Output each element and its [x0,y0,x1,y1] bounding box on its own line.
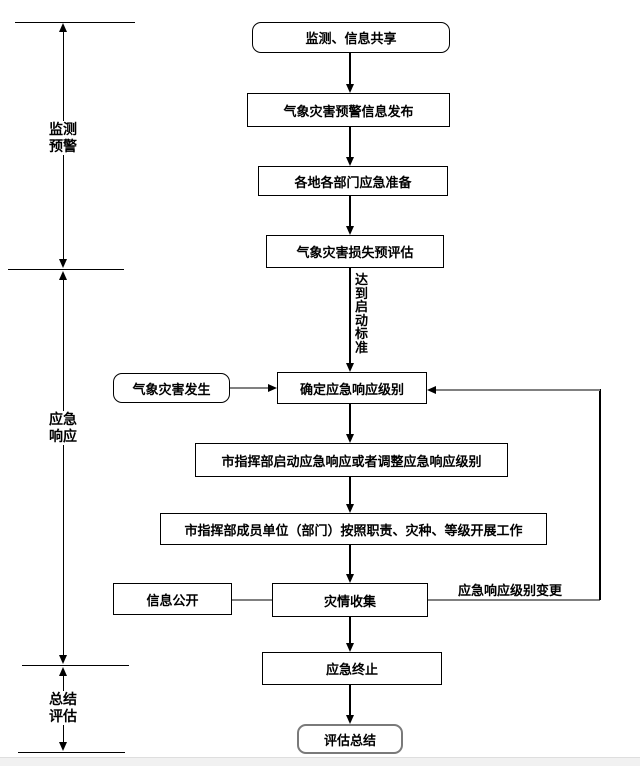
phase-label-line: 总结 [49,691,77,707]
flow-node-start-adjust-response: 市指挥部启动应急响应或者调整应急响应级别 [195,443,508,477]
connector-line [349,685,351,716]
phase-label-line: 监测 [49,121,77,137]
arrowhead-down-icon [345,715,354,724]
arrowhead-up-icon [58,271,67,280]
arrowhead-down-icon [345,574,354,583]
arrowhead-down-icon [345,157,354,166]
arrowhead-right-icon [268,383,277,392]
flow-node-determine-level: 确定应急响应级别 [277,372,427,404]
arrowhead-left-icon [427,385,436,394]
connector-line [349,404,351,435]
edge-label-reach-criteria: 达到启动标准 [355,272,369,355]
connector-line [349,545,351,575]
edge-label-level-change: 应急响应级别变更 [458,583,563,598]
arrowhead-down-icon [345,363,354,372]
page-bottom-strip [0,757,640,766]
flow-node-warning-release: 气象灾害预警信息发布 [247,93,450,127]
arrowhead-down-icon [345,84,354,93]
phase2-arrow-line [62,278,64,656]
connector-line [349,196,351,227]
loop-line-bottom [428,599,600,601]
flow-node-monitor-share: 监测、信息共享 [252,22,450,53]
arrowhead-up-icon [58,667,67,676]
phase-separator-line-lower [22,665,129,666]
phase-label-response: 应急 响应 [40,411,86,445]
phase-label-line: 应急 [49,411,77,427]
flow-node-disaster-collection: 灾情收集 [272,583,428,617]
arrowhead-down-icon [58,742,67,751]
loop-line-top [436,389,600,391]
arrowhead-down-icon [58,655,67,664]
flow-node-members-work: 市指挥部成员单位（部门）按照职责、灾种、等级开展工作 [160,513,547,545]
connector-line [349,53,351,85]
phase-separator-line-top [15,22,135,23]
connector-line [349,477,351,505]
arrowhead-down-icon [345,643,354,652]
phase-label-monitoring: 监测 预警 [40,121,86,155]
connector-line-gray [232,599,272,601]
flow-node-info-disclosure: 信息公开 [113,583,232,615]
phase-label-line: 响应 [49,428,77,444]
phase-separator-line-mid [8,269,124,270]
connector-line [349,617,351,644]
connector-line-gray [230,387,270,389]
phase-label-line: 评估 [49,708,77,724]
phase-separator-line-bottom [18,752,125,753]
flow-node-emergency-end: 应急终止 [262,652,442,685]
flow-node-disaster-occurs: 气象灾害发生 [113,373,230,403]
phase-label-line: 预警 [49,138,77,154]
arrowhead-down-icon [345,504,354,513]
connector-line [349,268,351,364]
flow-node-preparation: 各地各部门应急准备 [258,166,448,196]
loop-line-vertical [599,389,601,600]
arrowhead-down-icon [345,226,354,235]
arrowhead-down-icon [58,259,67,268]
phase-label-summary: 总结 评估 [40,691,86,725]
arrowhead-down-icon [345,434,354,443]
arrowhead-up-icon [58,23,67,32]
flow-node-evaluation-summary: 评估总结 [297,724,403,754]
connector-line [349,127,351,158]
flow-node-loss-preassessment: 气象灾害损失预评估 [266,235,444,268]
